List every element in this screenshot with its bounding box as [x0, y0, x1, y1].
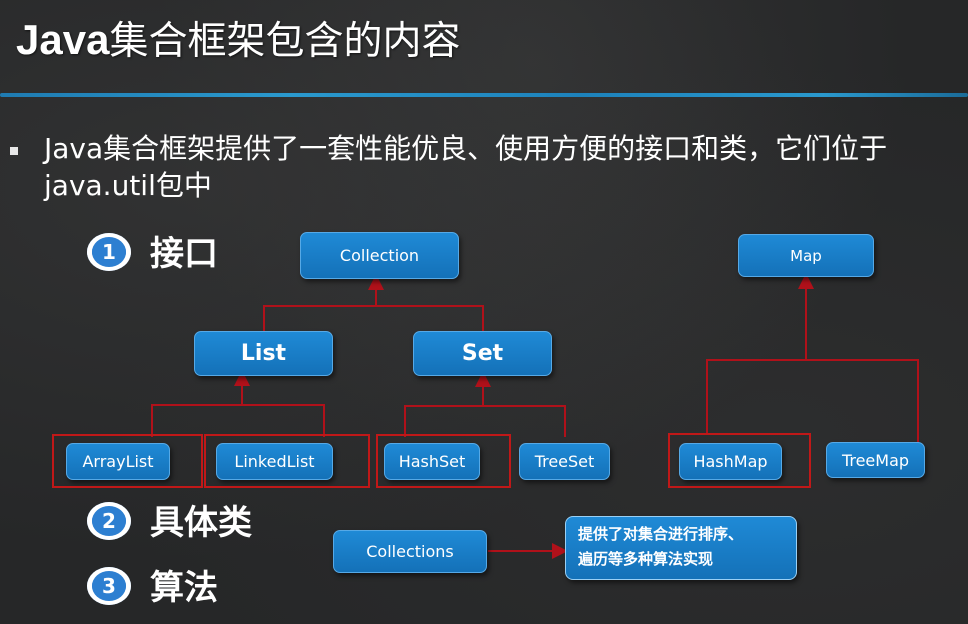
title-divider — [0, 93, 968, 97]
highlight-arraylist — [52, 434, 203, 488]
node-treemap: TreeMap — [826, 442, 925, 478]
highlight-hashset — [376, 434, 511, 488]
title-java: Java — [16, 16, 110, 63]
item-label-algorithms: 算法 — [150, 568, 218, 608]
node-treeset: TreeSet — [519, 443, 610, 480]
number-badge-1: 1 — [87, 233, 131, 271]
node-set: Set — [413, 331, 552, 376]
connector-list-children — [151, 404, 325, 437]
node-linkedlist: LinkedList — [216, 443, 333, 480]
algorithm-note: 提供了对集合进行排序、 遍历等多种算法实现 — [565, 516, 797, 580]
node-collections: Collections — [333, 530, 487, 573]
highlight-hashmap — [668, 433, 811, 488]
number-badge-2: 2 — [87, 502, 131, 540]
number-3: 3 — [92, 571, 126, 601]
connector-set-children — [404, 405, 566, 437]
node-collection: Collection — [300, 232, 459, 279]
connector-list-set — [263, 305, 484, 331]
title-rest: 集合框架包含的内容 — [109, 19, 461, 64]
note-line-1: 提供了对集合进行排序、 — [578, 525, 744, 543]
node-hashset: HashSet — [384, 443, 480, 480]
bullet-icon — [10, 147, 18, 155]
connector-map-children — [706, 359, 919, 442]
page-title: Java集合框架包含的内容 — [16, 14, 460, 68]
item-label-interfaces: 接口 — [150, 234, 218, 274]
node-list: List — [194, 331, 333, 376]
node-hashmap: HashMap — [679, 443, 782, 480]
node-arraylist: ArrayList — [66, 443, 170, 480]
highlight-linkedlist — [204, 434, 370, 488]
node-map: Map — [738, 234, 874, 277]
number-badge-3: 3 — [87, 567, 131, 605]
item-label-classes: 具体类 — [150, 503, 252, 543]
note-line-2: 遍历等多种算法实现 — [578, 550, 714, 568]
intro-text: Java集合框架提供了一套性能优良、使用方便的接口和类，它们位于java.uti… — [44, 132, 888, 202]
number-2: 2 — [92, 506, 126, 536]
number-1: 1 — [92, 237, 126, 267]
